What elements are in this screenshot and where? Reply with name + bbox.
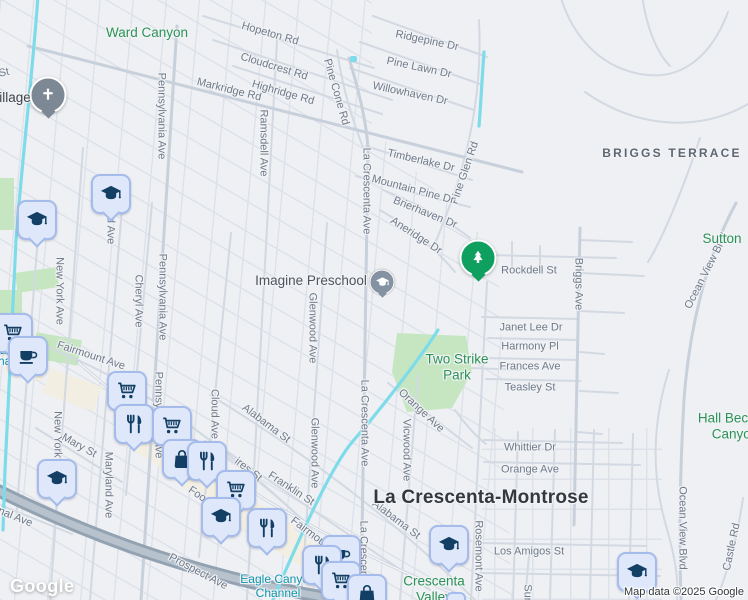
street-label-los-amigos-st: Los Amigos St (493, 545, 565, 558)
fork-knife-icon (256, 517, 278, 539)
street-label-st: St (0, 65, 11, 80)
street-label-pine-cone-rd: Pine Cone Rd (321, 57, 352, 127)
label-briggs-terrace: BRIGGS TERRACE (602, 146, 742, 161)
church-cross-icon (39, 86, 58, 105)
street-label-willowhaven-dr: Willowhaven Dr (371, 79, 449, 108)
street-label-prospect-ave: Prospect Ave (166, 551, 230, 593)
street-label-teasley-st: Teasley St (504, 381, 556, 394)
street-label-inal-ave: inal Ave (0, 503, 35, 530)
graduation-cap-icon (626, 561, 648, 583)
street-label-vicwood-ave: Vicwood Ave (400, 418, 413, 482)
street-label-pennsylvania-ave: Pennsylvania Ave (155, 72, 168, 160)
cafe-marker[interactable] (8, 336, 48, 376)
street-label-hopeton-rd: Hopeton Rd (240, 19, 300, 48)
street-label-whittier-dr: Whittier Dr (504, 441, 556, 454)
restaurant-marker[interactable] (247, 508, 287, 548)
label-ward-canyon: Ward Canyon (105, 25, 189, 41)
school-marker[interactable] (91, 174, 131, 214)
street-label-new-york-ave: New York Ave (53, 257, 66, 325)
restaurant-marker[interactable] (114, 404, 154, 444)
label-sutton: Sutton (702, 231, 742, 247)
graduation-cap-icon (375, 275, 389, 289)
street-label-orange-ave: Orange Ave (501, 463, 559, 476)
street-label-ramsdell-ave: Ramsdell Ave (257, 109, 270, 177)
school-marker[interactable] (429, 525, 469, 565)
street-label-maryland-ave: Maryland Ave (102, 451, 115, 519)
street-label-harmony-pl: Harmony Pl (501, 340, 559, 353)
school-marker[interactable] (17, 200, 57, 240)
google-logo: Google (10, 576, 75, 596)
label-illage: illage (0, 90, 31, 106)
street-label-la-crescenta-ave: La Crescenta Ave (358, 379, 371, 467)
graduation-cap-icon (26, 209, 48, 231)
label-hall-beckley-canyon: Hall BeckleyCanyon (697, 410, 748, 441)
street-label-alabama-st: Alabama St (239, 401, 293, 446)
park-polygons (0, 178, 472, 412)
pine-tree-icon (469, 249, 488, 268)
street-label-glenwood-ave: Glenwood Ave (308, 417, 321, 489)
hidden-marker[interactable] (446, 592, 466, 600)
street-label-cloudcrest-rd: Cloudcrest Rd (239, 50, 310, 83)
street-label-cheryl-ave: Cheryl Ave (132, 274, 145, 328)
preschool-marker[interactable] (369, 269, 395, 295)
street-label-mary-st: Mary St (59, 431, 99, 461)
street-label-frances-ave: Frances Ave (499, 360, 561, 373)
coffee-cup-icon (17, 345, 39, 367)
street-label-sunset-ave: Sunset Ave (521, 584, 533, 600)
graduation-cap-icon (210, 506, 232, 528)
map-attribution: Map data ©2025 Google (623, 586, 744, 598)
label-imagine-preschool: Imagine Preschool (255, 273, 367, 289)
shopping-cart-icon (161, 415, 183, 437)
street-label-cloud-ave: Cloud Ave (208, 389, 221, 439)
graduation-cap-icon (46, 468, 68, 490)
shopping-bag-icon (356, 583, 378, 600)
street-label-glenwood-ave: Glenwood Ave (306, 292, 319, 364)
school-marker[interactable] (201, 497, 241, 537)
street-label-briggs-ave: Briggs Ave (572, 257, 585, 311)
shopping-cart-icon (116, 380, 138, 402)
school-marker[interactable] (37, 459, 77, 499)
street-label-pine-lawn-dr: Pine Lawn Dr (385, 54, 453, 81)
street-label-pennsylvania-ave: Pennsylvania Ave (156, 253, 169, 341)
graduation-cap-icon (100, 183, 122, 205)
street-label-rockdell-st: Rockdell St (501, 264, 557, 277)
fork-knife-icon (123, 413, 145, 435)
church-marker[interactable] (29, 76, 67, 114)
street-label-castle-rd: Castle Rd (720, 522, 743, 572)
street-label-janet-lee-dr: Janet Lee Dr (499, 321, 563, 334)
street-label-la-crescenta-ave: La Crescenta Ave (360, 147, 373, 235)
store-marker[interactable] (347, 574, 387, 600)
fork-knife-icon (196, 450, 218, 472)
street-label-fairmount-ave: Fairmount Ave (55, 339, 127, 373)
street-label-ocean-view-blvd: Ocean View Blvd (676, 486, 689, 570)
graduation-cap-icon (438, 534, 460, 556)
street-label-timberlake-dr: Timberlake Dr (386, 147, 456, 175)
label-la-crescenta-montrose: La Crescenta-Montrose (373, 487, 589, 509)
street-label-rosemont-ave: Rosemont Ave (472, 520, 485, 592)
street-label-ridgepine-dr: Ridgepine Dr (394, 28, 460, 54)
park-marker[interactable] (459, 239, 497, 277)
